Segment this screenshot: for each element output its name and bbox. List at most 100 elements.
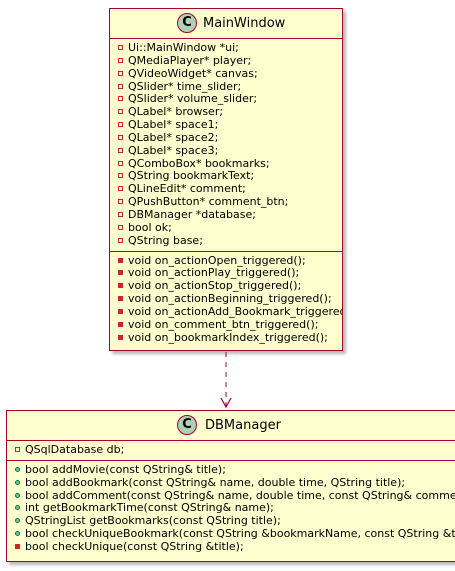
member-row: QLabel* space2; [110, 130, 342, 145]
member-row: bool checkUnique(const QString &title); [7, 539, 455, 554]
member-row: bool addComment(const QString& name, dou… [7, 488, 455, 503]
member-row: QLabel* space3; [110, 144, 342, 158]
member-text: void on_actionStop_triggered(); [128, 279, 302, 293]
member-text: QSlider* volume_slider; [128, 92, 258, 106]
member-row: DBManager *database; [110, 207, 342, 222]
member-text: Ui::MainWindow *ui; [128, 41, 239, 54]
private-visibility-icon [15, 543, 20, 549]
member-row: void on_actionBeginning_triggered(); [110, 292, 342, 306]
member-row: void on_comment_btn_triggered(); [110, 317, 342, 332]
member-row: QPushButton* comment_btn; [110, 195, 342, 209]
private-visibility-icon [118, 296, 123, 302]
arrow-head-icon [220, 397, 232, 409]
private-visibility-icon [118, 186, 123, 192]
member-text: QVideoWidget* canvas; [128, 66, 258, 80]
member-row: QMediaPlayer* player; [110, 53, 342, 68]
public-visibility-icon [15, 518, 20, 524]
member-text: QStringList getBookmarks(const QString t… [25, 514, 281, 528]
private-visibility-icon [118, 334, 123, 340]
attributes-section: Ui::MainWindow *ui;QMediaPlayer* player;… [110, 39, 342, 252]
private-visibility-icon [118, 283, 123, 289]
member-text: bool addComment(const QString& name, dou… [25, 488, 455, 502]
member-text: QSlider* time_slider; [128, 79, 242, 93]
member-text: QLabel* browser; [128, 105, 224, 119]
class-badge-icon: C [177, 13, 197, 33]
private-visibility-icon [118, 237, 123, 243]
public-visibility-icon [15, 479, 20, 485]
member-text: bool checkUnique(const QString &title); [25, 539, 244, 553]
member-row: QLabel* space1; [110, 118, 342, 132]
class-badge-icon: C [177, 415, 197, 435]
member-text: QComboBox* bookmarks; [128, 156, 270, 170]
class-header: C MainWindow [110, 9, 342, 39]
member-row: QString base; [110, 233, 342, 248]
member-text: bool ok; [128, 220, 172, 234]
class-dbmanager: C DBManager QSqlDatabase db; bool addMov… [6, 410, 455, 562]
private-visibility-icon [118, 134, 123, 140]
class-name: MainWindow [203, 16, 286, 31]
member-row: void on_actionOpen_triggered(); [110, 253, 342, 268]
member-row: void on_actionPlay_triggered(); [110, 266, 342, 280]
member-text: QMediaPlayer* player; [128, 53, 252, 67]
member-row: bool addMovie(const QString& title); [7, 462, 455, 477]
member-text: void on_actionOpen_triggered(); [128, 253, 306, 267]
member-row: QString bookmarkText; [110, 170, 342, 183]
methods-section: bool addMovie(const QString& title);bool… [7, 461, 455, 557]
class-mainwindow: C MainWindow Ui::MainWindow *ui;QMediaPl… [109, 8, 343, 351]
member-text: bool addBookmark(const QString& name, do… [25, 475, 406, 489]
attributes-section: QSqlDatabase db; [7, 441, 455, 461]
private-visibility-icon [118, 308, 123, 314]
class-name: DBManager [205, 418, 281, 433]
member-row: bool addBookmark(const QString& name, do… [7, 475, 455, 490]
member-text: QSqlDatabase db; [25, 443, 125, 456]
member-text: void on_comment_btn_triggered(); [128, 317, 319, 331]
private-visibility-icon [118, 70, 123, 76]
public-visibility-icon [15, 492, 20, 498]
public-visibility-icon [15, 505, 20, 511]
member-row: QLabel* browser; [110, 105, 342, 119]
private-visibility-icon [118, 160, 123, 166]
member-text: QPushButton* comment_btn; [128, 195, 289, 209]
private-visibility-icon [118, 109, 123, 115]
member-text: QString bookmarkText; [128, 169, 255, 183]
public-visibility-icon [15, 466, 20, 472]
private-visibility-icon [118, 321, 123, 327]
member-row: QSlider* volume_slider; [110, 92, 342, 106]
member-row: QLineEdit* comment; [110, 182, 342, 196]
member-row: QSlider* time_slider; [110, 79, 342, 94]
member-row: bool ok; [110, 220, 342, 235]
private-visibility-icon [118, 173, 123, 179]
private-visibility-icon [118, 270, 123, 276]
methods-section: void on_actionOpen_triggered();void on_a… [110, 252, 342, 348]
member-row: bool checkUniqueBookmark(const QString &… [7, 527, 455, 541]
private-visibility-icon [15, 447, 20, 452]
private-visibility-icon [118, 257, 123, 263]
private-visibility-icon [118, 199, 123, 205]
member-row: void on_actionAdd_Bookmark_triggered(); [110, 304, 343, 319]
private-visibility-icon [118, 122, 123, 128]
member-row: QVideoWidget* canvas; [110, 66, 342, 81]
member-row: void on_actionStop_triggered(); [110, 279, 342, 293]
member-text: QLineEdit* comment; [128, 182, 246, 196]
member-text: void on_actionAdd_Bookmark_triggered(); [128, 304, 343, 318]
class-header: C DBManager [7, 411, 455, 441]
member-text: bool checkUniqueBookmark(const QString &… [25, 527, 455, 541]
member-text: void on_actionBeginning_triggered(); [128, 292, 332, 306]
member-row: QSqlDatabase db; [7, 443, 455, 457]
private-visibility-icon [118, 96, 123, 102]
private-visibility-icon [118, 83, 123, 89]
member-row: QComboBox* bookmarks; [110, 156, 342, 171]
private-visibility-icon [118, 211, 123, 217]
private-visibility-icon [118, 45, 123, 50]
public-visibility-icon [15, 531, 20, 537]
member-text: bool addMovie(const QString& title); [25, 462, 226, 476]
private-visibility-icon [118, 147, 123, 153]
member-text: int getBookmarkTime(const QString& name)… [25, 501, 274, 515]
member-text: DBManager *database; [128, 207, 256, 221]
member-text: void on_actionPlay_triggered(); [128, 266, 300, 280]
member-text: QString base; [128, 233, 203, 247]
member-row: Ui::MainWindow *ui; [110, 41, 342, 55]
member-text: QLabel* space2; [128, 130, 219, 144]
member-row: int getBookmarkTime(const QString& name)… [7, 501, 455, 515]
